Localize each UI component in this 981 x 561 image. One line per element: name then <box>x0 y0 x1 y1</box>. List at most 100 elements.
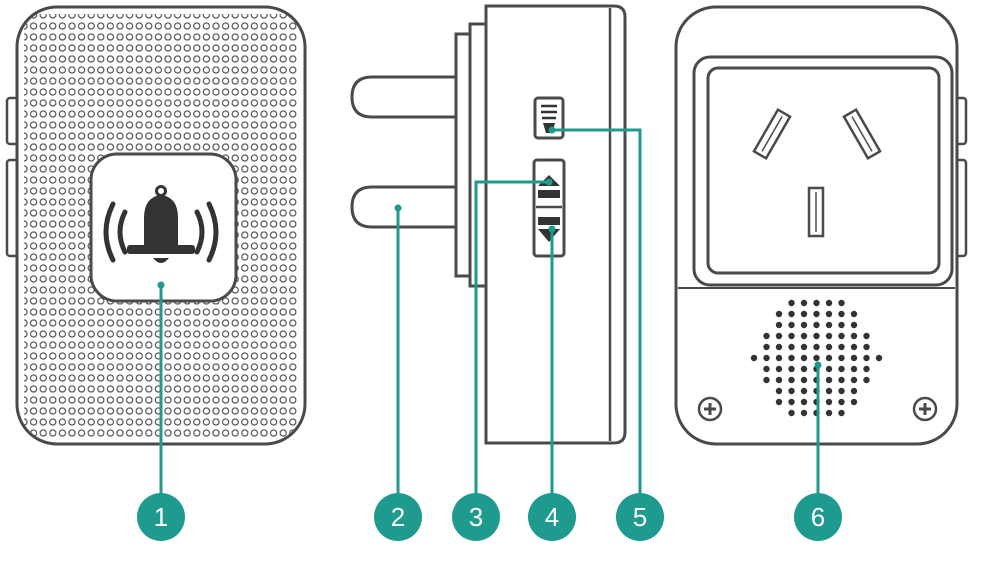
speaker-hole <box>825 409 833 417</box>
svg-text:6: 6 <box>811 502 825 532</box>
leader-line-3 <box>474 180 549 500</box>
speaker-hole <box>775 354 783 362</box>
svg-text:1: 1 <box>154 502 168 532</box>
speaker-hole <box>850 343 858 351</box>
speaker-hole <box>788 332 795 340</box>
speaker-hole <box>838 354 845 362</box>
speaker-hole <box>838 343 845 351</box>
plug-prong-bottom <box>350 185 470 229</box>
speaker-hole <box>800 310 808 318</box>
speaker-hole <box>800 409 808 417</box>
callout-badge-6: 6 <box>794 493 842 541</box>
speaker-hole <box>838 310 845 318</box>
leader-line-5 <box>552 128 642 500</box>
callout-badge-3: 3 <box>452 493 500 541</box>
socket-slot-left <box>752 108 792 160</box>
music-select-button[interactable] <box>533 96 565 140</box>
speaker-hole <box>838 398 845 406</box>
speaker-hole <box>788 321 795 329</box>
speaker-hole <box>825 321 833 329</box>
side-view-device <box>350 4 627 445</box>
speaker-hole <box>763 354 770 362</box>
svg-text:5: 5 <box>633 502 647 532</box>
speaker-hole <box>788 376 795 384</box>
svg-text:3: 3 <box>469 502 483 532</box>
speaker-hole <box>863 354 870 362</box>
back-view-device <box>674 5 968 446</box>
speaker-hole <box>838 387 845 395</box>
speaker-hole <box>788 365 795 373</box>
svg-text:4: 4 <box>545 502 559 532</box>
speaker-hole <box>825 332 833 340</box>
callout-badge-2: 2 <box>374 493 422 541</box>
speaker-grille <box>750 299 883 417</box>
speaker-hole <box>813 332 820 340</box>
speaker-hole <box>825 310 833 318</box>
speaker-hole <box>825 398 833 406</box>
speaker-hole <box>763 332 770 340</box>
speaker-hole <box>788 409 795 417</box>
speaker-hole <box>863 332 870 340</box>
speaker-hole <box>825 365 833 373</box>
speaker-hole <box>850 365 858 373</box>
front-view-device <box>5 5 307 446</box>
speaker-hole <box>800 299 808 307</box>
speaker-hole <box>800 343 808 351</box>
speaker-hole <box>775 332 783 340</box>
callout-badge-5: 5 <box>616 493 664 541</box>
speaker-hole <box>800 365 808 373</box>
speaker-hole <box>775 365 783 373</box>
speaker-hole <box>850 332 858 340</box>
socket-slot-earth <box>807 186 825 238</box>
speaker-hole <box>788 354 795 362</box>
speaker-hole <box>850 321 858 329</box>
speaker-hole <box>850 387 858 395</box>
speaker-hole <box>838 332 845 340</box>
speaker-hole <box>875 354 883 362</box>
svg-text:2: 2 <box>391 502 405 532</box>
speaker-hole <box>800 321 808 329</box>
bell-button[interactable] <box>89 152 238 303</box>
speaker-hole <box>775 321 783 329</box>
power-socket <box>692 55 954 287</box>
speaker-hole <box>763 376 770 384</box>
speaker-hole <box>788 299 795 307</box>
speaker-hole <box>800 376 808 384</box>
speaker-hole <box>800 354 808 362</box>
speaker-hole <box>813 321 820 329</box>
speaker-hole <box>850 310 858 318</box>
speaker-hole <box>838 376 845 384</box>
speaker-hole <box>788 343 795 351</box>
speaker-hole <box>825 387 833 395</box>
speaker-hole <box>775 387 783 395</box>
speaker-hole <box>813 354 820 362</box>
speaker-hole <box>800 387 808 395</box>
speaker-hole <box>825 376 833 384</box>
speaker-hole <box>863 365 870 373</box>
speaker-hole <box>850 354 858 362</box>
socket-slot-right <box>842 108 882 160</box>
speaker-hole <box>775 398 783 406</box>
speaker-hole <box>813 343 820 351</box>
bell-icon <box>103 185 219 263</box>
speaker-hole <box>763 343 770 351</box>
screw-icon <box>912 396 938 422</box>
speaker-hole <box>775 310 783 318</box>
speaker-hole <box>838 409 845 417</box>
speaker-hole <box>863 343 870 351</box>
speaker-hole <box>788 310 795 318</box>
speaker-hole <box>863 376 870 384</box>
speaker-hole <box>813 299 820 307</box>
speaker-hole <box>800 332 808 340</box>
speaker-hole <box>800 398 808 406</box>
plug-prong-top <box>350 75 470 119</box>
leader-dots <box>157 126 822 369</box>
speaker-hole <box>825 343 833 351</box>
speaker-hole <box>763 365 770 373</box>
callout-badge-1: 1 <box>137 493 185 541</box>
speaker-hole <box>788 398 795 406</box>
speaker-hole <box>838 299 845 307</box>
speaker-hole <box>775 343 783 351</box>
leader-lines <box>159 128 820 500</box>
